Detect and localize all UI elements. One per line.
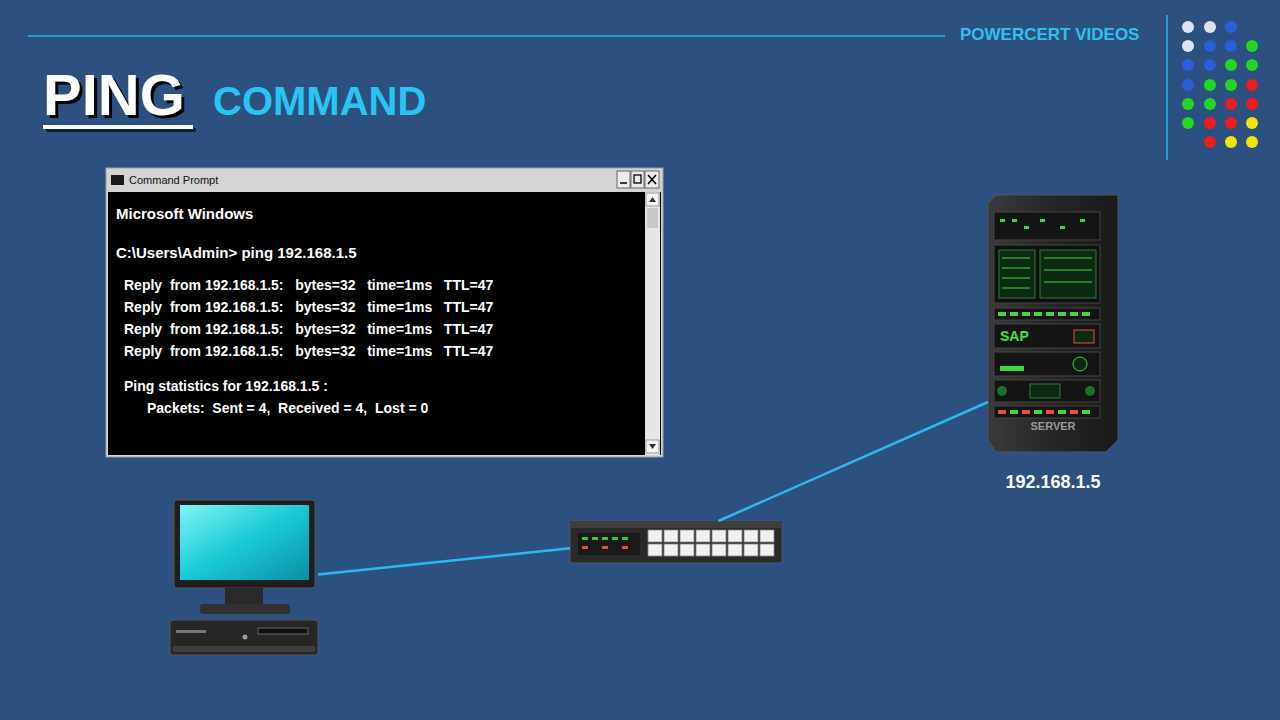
computer-node xyxy=(170,500,318,655)
console-stats: Ping statistics for 192.168.1.5 : xyxy=(124,377,328,395)
brand-name: POWERCERT VIDEOS xyxy=(960,24,1139,46)
network-cable xyxy=(318,548,570,574)
logo-dots xyxy=(1182,21,1258,148)
console-reply: Reply from 192.168.1.5: bytes=32 time=1m… xyxy=(124,342,493,360)
ip-address: 192.168.1.5 xyxy=(968,471,1138,493)
console-command: C:\Users\Admin> ping 192.168.1.5 xyxy=(116,244,357,262)
server-node: SAPSERVER192.168.1.5 xyxy=(988,195,1118,495)
console-window-node: Command PromptMicrosoft WindowsC:\Users\… xyxy=(107,169,662,456)
console-reply: Reply from 192.168.1.5: bytes=32 time=1m… xyxy=(124,320,493,338)
network-cable xyxy=(718,402,988,521)
console-line: Microsoft Windows xyxy=(116,205,253,223)
server-brand: SAP xyxy=(1000,328,1029,344)
title-suffix: COMMAND xyxy=(213,78,426,124)
switch-node xyxy=(570,521,782,563)
console-stats: Packets: Sent = 4, Received = 4, Lost = … xyxy=(147,399,428,417)
console-window xyxy=(106,168,663,457)
header-rule xyxy=(28,35,945,37)
computer-illustration xyxy=(170,500,318,655)
server-caption: SERVER xyxy=(988,420,1118,433)
console-reply: Reply from 192.168.1.5: bytes=32 time=1m… xyxy=(124,298,493,316)
console-reply: Reply from 192.168.1.5: bytes=32 time=1m… xyxy=(124,276,493,294)
switch-illustration xyxy=(570,521,782,563)
window-title: Command Prompt xyxy=(129,173,218,187)
title: PING xyxy=(43,62,185,128)
server-illustration xyxy=(988,195,1118,452)
brand-divider xyxy=(1166,15,1168,160)
